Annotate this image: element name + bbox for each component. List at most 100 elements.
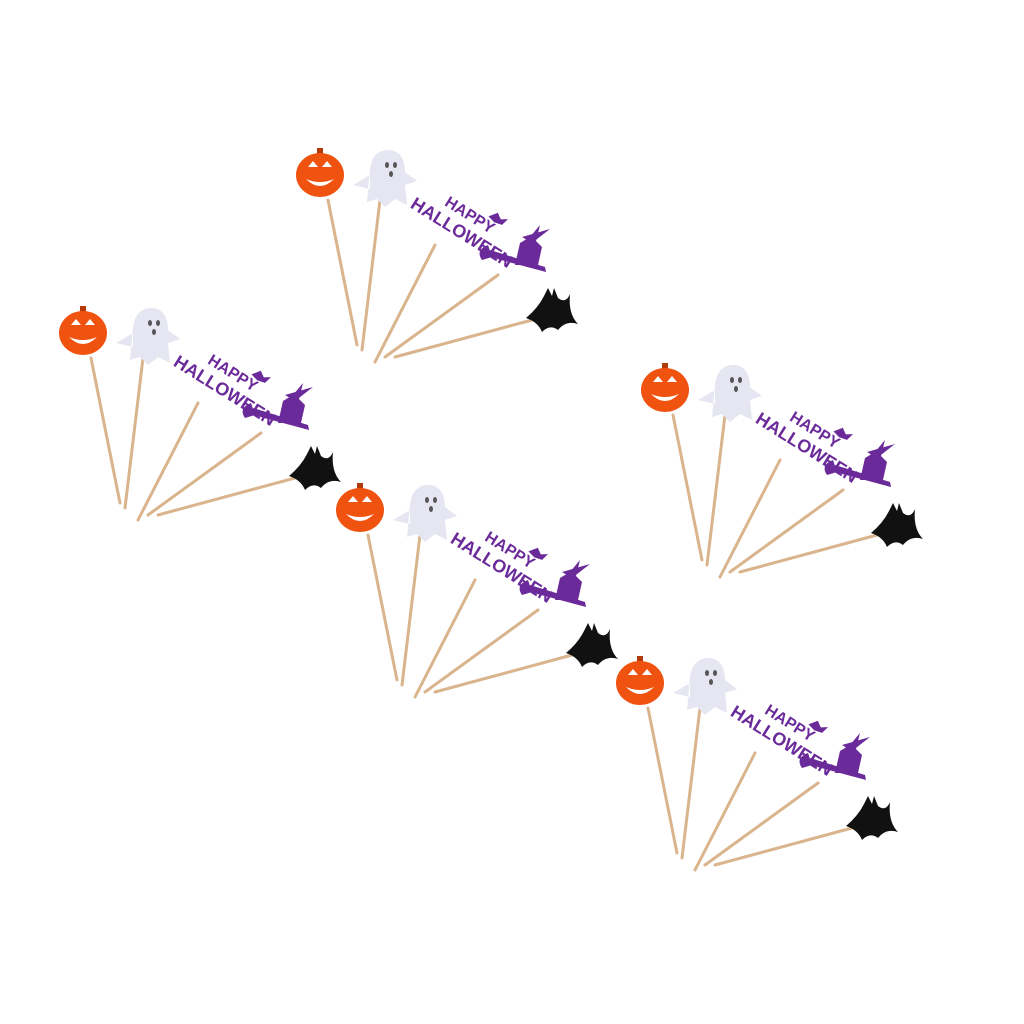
wooden-stick bbox=[136, 401, 200, 522]
small-bat-icon bbox=[808, 720, 828, 733]
witch-hat bbox=[562, 564, 590, 578]
wooden-stick bbox=[718, 458, 782, 579]
ghost-body bbox=[673, 657, 737, 715]
pumpkin-topper bbox=[59, 306, 107, 355]
pumpkin-eyes bbox=[653, 376, 677, 382]
ghost-mouth bbox=[152, 329, 156, 335]
wooden-stick bbox=[393, 318, 534, 359]
pumpkin-mouth bbox=[306, 179, 334, 186]
pumpkin-stem bbox=[662, 363, 668, 371]
wooden-stick bbox=[646, 706, 679, 855]
ghost-eye bbox=[738, 377, 742, 383]
ghost-body bbox=[353, 149, 417, 207]
bat-body bbox=[846, 796, 898, 840]
witch-hat bbox=[867, 444, 895, 458]
pumpkin-mouth bbox=[626, 687, 654, 694]
small-bat-icon bbox=[833, 427, 853, 440]
pumpkin-stem bbox=[80, 306, 86, 314]
ghost-eye bbox=[730, 377, 734, 383]
wooden-stick bbox=[156, 476, 297, 517]
broom-bristles bbox=[479, 245, 492, 260]
wooden-stick bbox=[400, 533, 422, 687]
bat-body bbox=[289, 446, 341, 490]
bat-topper bbox=[871, 503, 923, 547]
wooden-stick bbox=[433, 653, 574, 694]
pumpkin-body bbox=[336, 488, 384, 532]
ghost-mouth bbox=[709, 679, 713, 685]
wooden-stick bbox=[123, 356, 145, 510]
witch-topper bbox=[479, 225, 550, 272]
ghost-eye bbox=[425, 497, 429, 503]
wooden-stick bbox=[413, 578, 477, 699]
wooden-stick bbox=[728, 488, 845, 574]
ghost-topper bbox=[116, 307, 180, 365]
wooden-stick bbox=[373, 243, 437, 364]
ghost-topper bbox=[353, 149, 417, 207]
wooden-stick bbox=[89, 356, 122, 505]
pumpkin-stem bbox=[317, 148, 323, 156]
ghost-eye bbox=[148, 320, 152, 326]
small-bat-icon bbox=[488, 212, 508, 225]
wooden-stick bbox=[671, 413, 704, 562]
pumpkin-topper bbox=[336, 483, 384, 532]
small-bat-icon bbox=[528, 547, 548, 560]
pumpkin-body bbox=[296, 153, 344, 197]
witch-body bbox=[860, 440, 887, 480]
ghost-topper bbox=[393, 484, 457, 542]
small-bat-icon bbox=[251, 370, 271, 383]
pumpkin-body bbox=[641, 368, 689, 412]
pumpkin-topper bbox=[641, 363, 689, 412]
witch-hat bbox=[285, 387, 313, 401]
witch-body bbox=[278, 383, 305, 423]
ghost-eye bbox=[705, 670, 709, 676]
pumpkin-eyes bbox=[348, 496, 372, 502]
ghost-mouth bbox=[429, 506, 433, 512]
pumpkin-topper bbox=[296, 148, 344, 197]
wooden-stick bbox=[738, 533, 879, 574]
bat-body bbox=[871, 503, 923, 547]
ghost-body bbox=[393, 484, 457, 542]
ghost-eye bbox=[385, 162, 389, 168]
witch-body bbox=[515, 225, 542, 265]
wooden-stick bbox=[423, 608, 540, 694]
pumpkin-eyes bbox=[308, 161, 332, 167]
pumpkin-topper bbox=[616, 656, 664, 705]
pumpkin-mouth bbox=[651, 394, 679, 401]
ghost-eye bbox=[433, 497, 437, 503]
bat-topper bbox=[566, 623, 618, 667]
ghost-mouth bbox=[734, 386, 738, 392]
wooden-stick bbox=[360, 198, 382, 352]
pumpkin-stem bbox=[357, 483, 363, 491]
wooden-stick bbox=[713, 826, 854, 867]
wooden-stick bbox=[703, 781, 820, 867]
pumpkin-eyes bbox=[628, 669, 652, 675]
witch-topper bbox=[519, 560, 590, 607]
broom-bristles bbox=[242, 403, 255, 418]
witch-hat bbox=[842, 737, 870, 751]
bat-topper bbox=[846, 796, 898, 840]
wooden-stick bbox=[383, 273, 500, 359]
wooden-stick bbox=[693, 751, 757, 872]
pumpkin-mouth bbox=[69, 337, 97, 344]
wooden-stick bbox=[146, 431, 263, 517]
ghost-topper bbox=[673, 657, 737, 715]
ghost-eye bbox=[393, 162, 397, 168]
wooden-stick bbox=[366, 533, 399, 682]
witch-hat bbox=[522, 229, 550, 243]
ghost-topper bbox=[698, 364, 762, 422]
ghost-eye bbox=[156, 320, 160, 326]
witch-body bbox=[835, 733, 862, 773]
bat-topper bbox=[526, 288, 578, 332]
pumpkin-eyes bbox=[71, 319, 95, 325]
pumpkin-mouth bbox=[346, 514, 374, 521]
pumpkin-body bbox=[59, 311, 107, 355]
witch-topper bbox=[799, 733, 870, 780]
witch-topper bbox=[242, 383, 313, 430]
broom-bristles bbox=[519, 580, 532, 595]
